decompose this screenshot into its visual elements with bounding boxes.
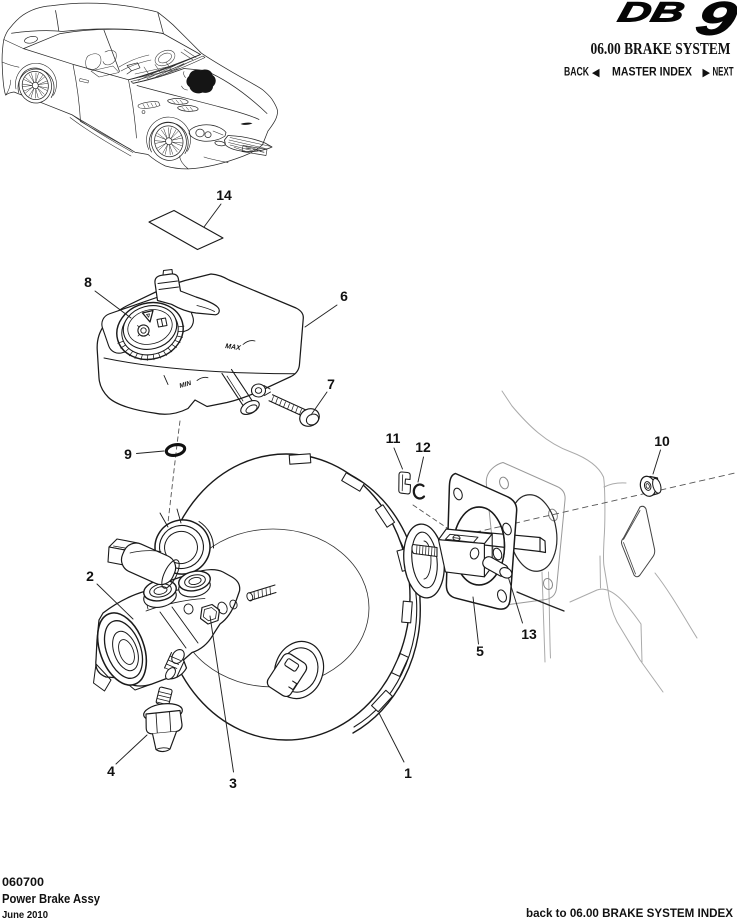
svg-text:10: 10 (654, 433, 670, 449)
svg-text:4: 4 (107, 763, 115, 779)
svg-text:Power Brake Assy: Power Brake Assy (2, 891, 101, 906)
svg-text:DB: DB (615, 0, 688, 28)
svg-text:6: 6 (340, 288, 348, 304)
svg-text:MASTER INDEX: MASTER INDEX (612, 66, 692, 78)
svg-text:MIN: MIN (179, 380, 193, 390)
svg-text:9: 9 (124, 446, 132, 462)
svg-text:11: 11 (386, 430, 401, 446)
svg-text:5: 5 (476, 643, 484, 659)
svg-text:June 2010: June 2010 (2, 909, 48, 921)
svg-text:BACK: BACK (564, 66, 590, 78)
svg-text:3: 3 (229, 775, 237, 791)
svg-text:06.00 BRAKE SYSTEM: 06.00 BRAKE SYSTEM (591, 39, 731, 58)
svg-text:060700: 060700 (2, 875, 44, 889)
svg-text:7: 7 (327, 376, 335, 392)
svg-text:NEXT: NEXT (713, 66, 734, 78)
svg-text:9: 9 (691, 0, 737, 45)
svg-text:2: 2 (86, 568, 94, 584)
svg-text:14: 14 (216, 187, 232, 203)
svg-text:8: 8 (84, 274, 92, 290)
svg-text:13: 13 (521, 626, 537, 642)
svg-text:MAX: MAX (225, 343, 243, 352)
svg-text:12: 12 (415, 439, 431, 455)
svg-text:1: 1 (404, 765, 412, 781)
svg-text:back to 06.00 BRAKE SYSTEM IND: back to 06.00 BRAKE SYSTEM INDEX (526, 906, 733, 920)
